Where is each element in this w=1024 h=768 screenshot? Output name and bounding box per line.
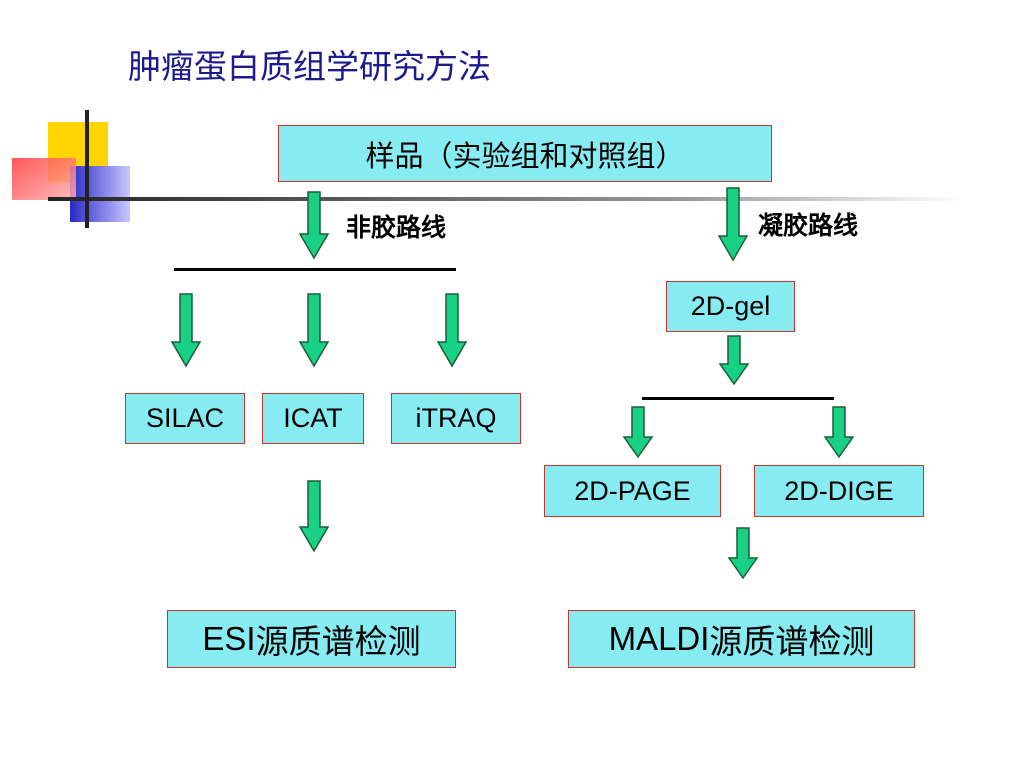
method-label-2d-gel: 2D-gel — [690, 291, 771, 321]
sample-box: 样品（实验组和对照组） — [278, 125, 772, 182]
method-box-2d-gel: 2D-gel — [666, 281, 795, 332]
deco-horizontal-bar — [48, 197, 960, 201]
method-label-itraq: iTRAQ — [415, 403, 497, 433]
method-box-2d-page: 2D-PAGE — [544, 465, 721, 517]
detection-esi-suffix: 源质谱检测 — [255, 622, 421, 661]
deco-blue-square — [70, 166, 130, 222]
method-box-silac: SILAC — [125, 393, 245, 444]
arrow-to-2d-page — [622, 406, 654, 459]
deco-vertical-bar — [85, 110, 89, 228]
arrow-to-itraq — [436, 293, 468, 368]
method-label-silac: SILAC — [145, 403, 225, 433]
arrow-gel-to-split — [718, 335, 750, 386]
method-box-icat: ICAT — [262, 393, 364, 444]
arrow-to-maldi — [727, 527, 759, 580]
page-title: 肿瘤蛋白质组学研究方法 — [128, 47, 491, 86]
arrow-sample-to-non-gel — [298, 191, 330, 260]
method-label-icat: ICAT — [283, 403, 343, 433]
arrow-to-icat — [298, 293, 330, 368]
detection-maldi-prefix: MALDI — [608, 620, 710, 657]
arrow-to-esi — [298, 480, 330, 553]
decorative-corner-graphic — [12, 110, 960, 228]
arrow-to-2d-dige — [823, 406, 855, 459]
method-box-itraq: iTRAQ — [391, 393, 521, 444]
arrow-sample-to-gel — [717, 187, 749, 262]
method-label-2d-dige: 2D-DIGE — [784, 475, 894, 506]
route-non-gel-label: 非胶路线 — [346, 213, 447, 242]
non-gel-divider-line — [174, 268, 456, 271]
detection-maldi-suffix: 源质谱检测 — [709, 622, 875, 661]
detection-esi-prefix: ESI — [202, 620, 256, 657]
route-gel-label: 凝胶路线 — [758, 211, 859, 240]
arrow-to-silac — [170, 293, 202, 368]
sample-box-label: 样品（实验组和对照组） — [365, 138, 685, 173]
gel-divider-line — [642, 397, 834, 400]
method-label-2d-page: 2D-PAGE — [574, 475, 691, 506]
method-box-2d-dige: 2D-DIGE — [754, 465, 924, 517]
deco-red-square — [12, 158, 76, 200]
